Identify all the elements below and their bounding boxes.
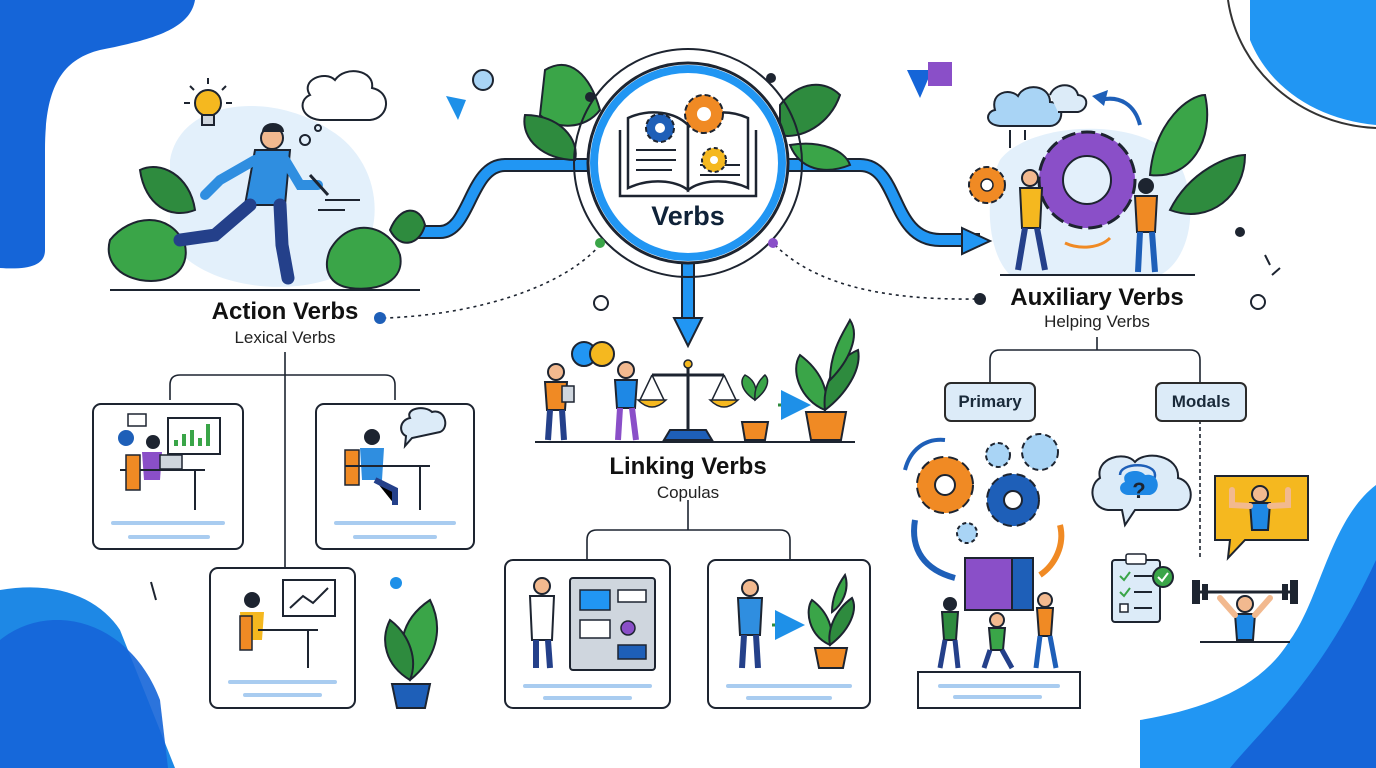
connector-dots [374,73,986,324]
potted-plant-illustration [384,598,439,709]
open-book-gears-icon [618,94,758,198]
action-verbs-title: Action Verbs [211,298,359,325]
linking-card-2 [707,559,871,709]
running-person-icon [173,123,330,285]
central-arrows [408,158,993,349]
linking-illustration [535,318,860,443]
modals-illustration: ? [1091,454,1309,643]
action-card-2 [315,403,475,550]
action-verbs-subtitle: Lexical Verbs [234,328,336,347]
linking-tree-lines [586,500,791,560]
linking-verbs-title: Linking Verbs [609,453,767,480]
strength-bubble-icon [1214,475,1309,561]
corner-decoration-top-left [0,0,195,269]
auxiliary-tree-lines [989,337,1201,560]
action-card-3 [209,567,356,709]
question-bubble-icon: ? [1091,454,1192,528]
growing-plant-icon [740,318,860,441]
dashed-connectors [384,244,976,319]
lightbulb-icon [184,78,232,126]
speech-bubbles-icon [571,341,615,367]
cloud-icon [987,84,1088,148]
corner-decoration-bottom-right [1140,485,1376,768]
linking-card-1 [504,559,671,709]
action-card-1 [92,403,244,550]
auxiliary-verbs-subtitle: Helping Verbs [1044,312,1150,331]
primary-pill: Primary [944,382,1036,422]
floating-shapes [150,62,1281,601]
center-title: Verbs [651,201,725,231]
corner-decoration-bottom-left [0,587,175,768]
linking-verbs-subtitle: Copulas [656,483,720,502]
gear-icon [968,130,1137,230]
checklist-icon [1111,553,1174,623]
svg-text:?: ? [1132,478,1145,503]
runner-illustration [107,70,427,291]
corner-decoration-top-right [1227,0,1376,129]
scale-icon [636,359,740,441]
auxiliary-verbs-title: Auxiliary Verbs [1010,284,1184,311]
weightlifter-icon [1192,580,1298,643]
auxiliary-illustration [968,84,1247,276]
center-hub [523,48,852,278]
modals-pill: Modals [1155,382,1247,422]
primary-illustration [903,433,1081,709]
action-tree-lines [169,352,396,568]
